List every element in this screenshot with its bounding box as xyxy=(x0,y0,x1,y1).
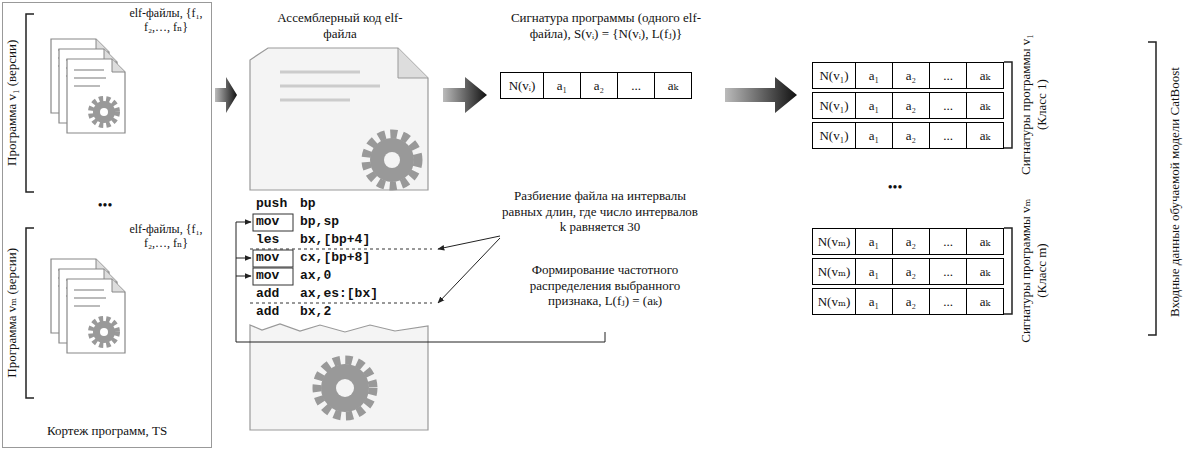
table-cell: ... xyxy=(929,62,967,89)
table-cell: aₖ xyxy=(654,72,692,99)
code-token: bp,sp xyxy=(300,213,426,231)
table-cell: N(vₘ) xyxy=(812,288,856,315)
code-token: add xyxy=(256,285,296,303)
annotation: elf-файлы, {f₁, f₂,…, fₙ} xyxy=(122,6,210,35)
table-cell: a₂ xyxy=(580,72,618,99)
annotation: Разбиение файла на интервалы равных длин… xyxy=(500,188,700,235)
code-token: mov xyxy=(256,249,296,267)
table-cell: N(v₁) xyxy=(812,122,856,149)
stage-title: Входные данные обучаемой модели CatBoost xyxy=(1167,42,1183,342)
code-token: ax,0 xyxy=(300,267,426,285)
stage-title: Кортеж программ, TS xyxy=(3,423,211,439)
table-cell: a₂ xyxy=(892,228,930,255)
group-label: Программа vₘ (версии) xyxy=(4,223,20,403)
code-token: mov xyxy=(256,267,296,285)
code-token: cx,[bp+8] xyxy=(300,249,426,267)
table-cell: a₁ xyxy=(855,62,893,89)
table-cell: N(vₘ) xyxy=(812,258,856,285)
table-cell: aₖ xyxy=(966,228,1004,255)
table-cell: a₁ xyxy=(855,92,893,119)
annotation: ••• xyxy=(870,180,920,197)
table-cell: aₖ xyxy=(966,92,1004,119)
table-cell: N(v₁) xyxy=(812,92,856,119)
flow-arrow xyxy=(725,77,797,113)
table-cell: aₖ xyxy=(966,62,1004,89)
table-cell: a₁ xyxy=(855,122,893,149)
table-cell: N(v₁) xyxy=(812,62,856,89)
code-token: bp xyxy=(300,195,426,213)
annotation: elf-файлы, {f₁, f₂,…, fₙ} xyxy=(122,222,210,251)
stage-title: Сигнатура программы (одного elf-файла), … xyxy=(504,10,709,43)
table-cell: aₖ xyxy=(966,258,1004,285)
code-token: bx,[bp+4] xyxy=(300,231,426,249)
annotation: ••• xyxy=(80,198,130,215)
table-cell: aₖ xyxy=(966,288,1004,315)
table-cell: a₂ xyxy=(892,62,930,89)
group-label: Сигнатуры программы v₁ (Класс 1) xyxy=(1018,30,1049,180)
table-cell: a₁ xyxy=(543,72,581,99)
code-token: mov xyxy=(256,213,296,231)
table-cell: ... xyxy=(929,288,967,315)
group-label: Сигнатуры программы vₘ (Класс m) xyxy=(1018,196,1049,346)
table-cell: a₂ xyxy=(892,92,930,119)
table-cell: ... xyxy=(929,92,967,119)
table-cell: aₖ xyxy=(966,122,1004,149)
table-cell: ... xyxy=(929,122,967,149)
table-cell: N(vᵢ) xyxy=(500,72,544,99)
table-cell: ... xyxy=(929,228,967,255)
code-token: ax,es:[bx] xyxy=(300,285,426,303)
code-token: bx,2 xyxy=(300,303,426,321)
table-cell: a₂ xyxy=(892,258,930,285)
stage-title: Ассемблерный код elf-файла xyxy=(265,10,415,43)
code-token: add xyxy=(256,303,296,321)
code-token: push xyxy=(256,195,296,213)
group-label: Программа v₁ (версии) xyxy=(4,13,20,193)
table-cell: a₁ xyxy=(855,228,893,255)
table-cell: a₁ xyxy=(855,258,893,285)
table-cell: a₂ xyxy=(892,288,930,315)
table-cell: ... xyxy=(617,72,655,99)
table-cell: ... xyxy=(929,258,967,285)
annotation: Формирование частотного распределения вы… xyxy=(515,262,695,309)
flow-arrow xyxy=(443,77,487,113)
table-cell: a₁ xyxy=(855,288,893,315)
table-cell: N(vₘ) xyxy=(812,228,856,255)
code-token: les xyxy=(256,231,296,249)
table-cell: a₂ xyxy=(892,122,930,149)
flow-arrow xyxy=(215,77,237,113)
